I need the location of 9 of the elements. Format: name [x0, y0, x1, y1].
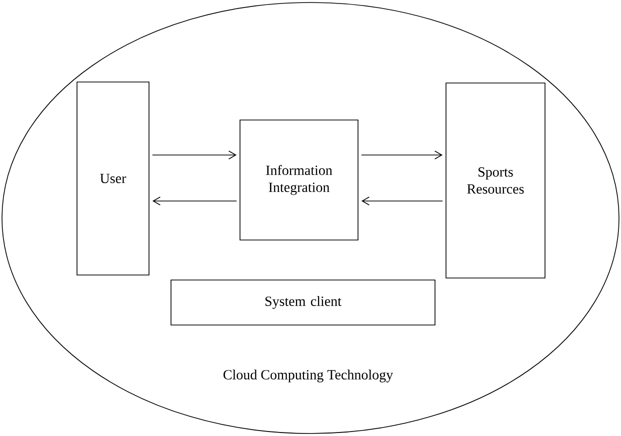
boundary-label: Cloud Computing Technology: [224, 370, 394, 382]
arrow: [361, 150, 443, 160]
arrow: [361, 196, 443, 206]
process-box: System client: [170, 280, 436, 326]
arrow: [152, 196, 237, 206]
process-box: Sports Resources: [446, 82, 546, 278]
process-box: Information Integration: [240, 120, 358, 240]
arrow: [152, 150, 237, 160]
process-box: User: [76, 82, 150, 276]
